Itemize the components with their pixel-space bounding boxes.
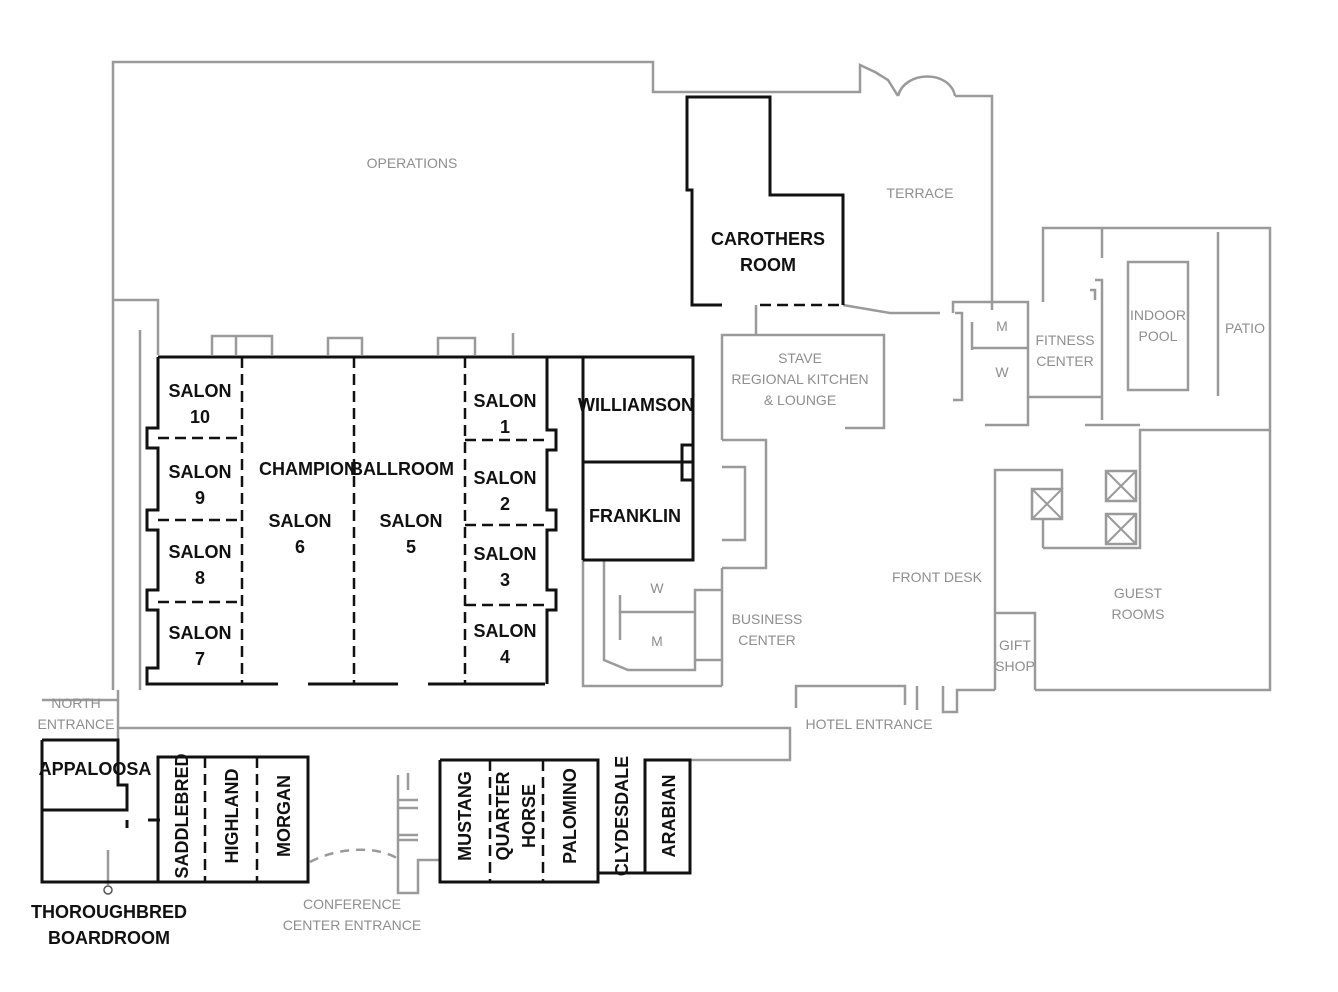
meeting-rooms [40,95,845,884]
label-salon1-b: 1 [500,417,510,437]
label-terrace: TERRACE [887,185,954,201]
label-restroom2-m: M [651,633,663,649]
label-salon3-b: 3 [500,570,510,590]
label-salon2-a: SALON [474,468,537,488]
label-champion-2: BALLROOM [350,459,454,479]
label-palomino: PALOMINO [560,768,580,864]
label-thoroughbred-1: THOROUGHBRED [31,902,187,922]
label-patio: PATIO [1225,320,1265,336]
label-hotel-entrance: HOTEL ENTRANCE [805,716,932,732]
label-quarter-2: HORSE [519,784,539,848]
label-salon4-b: 4 [500,647,510,667]
label-stave-2: REGIONAL KITCHEN [731,371,868,387]
label-saddlebred: SADDLEBRED [172,753,192,878]
label-front-desk: FRONT DESK [892,569,983,585]
label-salon9-b: 9 [195,488,205,508]
label-salon7-b: 7 [195,649,205,669]
label-gift-1: GIFT [999,637,1031,653]
label-restroom2-w: W [650,580,664,596]
label-gift-2: SHOP [995,658,1035,674]
label-thoroughbred-2: BOARDROOM [48,928,170,948]
label-salon5-a: SALON [380,511,443,531]
label-restroom-m: M [996,318,1008,334]
label-carothers-2: ROOM [740,255,796,275]
label-williamson: WILLIAMSON [578,395,694,415]
label-salon3-a: SALON [474,544,537,564]
label-appaloosa: APPALOOSA [39,759,152,779]
label-north-2: ENTRANCE [37,716,114,732]
label-mustang: MUSTANG [455,771,475,861]
label-stave-3: & LOUNGE [764,392,836,408]
label-guest-2: ROOMS [1112,606,1165,622]
label-fitness-2: CENTER [1036,353,1094,369]
building-outline [42,60,1272,895]
label-conference-2: CENTER ENTRANCE [283,917,421,933]
label-franklin: FRANKLIN [589,506,681,526]
label-conference-1: CONFERENCE [303,896,401,912]
label-salon6-b: 6 [295,537,305,557]
label-morgan: MORGAN [274,775,294,857]
label-restroom-w: W [995,364,1009,380]
label-salon9-a: SALON [169,462,232,482]
label-business-1: BUSINESS [732,611,803,627]
label-champion-1: CHAMPION [259,459,357,479]
label-pool-2: POOL [1139,328,1178,344]
label-highland: HIGHLAND [222,769,242,864]
label-clydesdale: CLYDESDALE [612,756,632,876]
label-north-1: NORTH [51,695,101,711]
label-salon2-b: 2 [500,494,510,514]
label-business-2: CENTER [738,632,796,648]
label-salon8-b: 8 [195,568,205,588]
label-salon5-b: 5 [406,537,416,557]
label-arabian: ARABIAN [659,775,679,858]
label-stave-1: STAVE [778,350,822,366]
label-salon6-a: SALON [269,511,332,531]
label-salon10-a: SALON [169,381,232,401]
label-fitness-1: FITNESS [1035,332,1094,348]
label-guest-1: GUEST [1114,585,1163,601]
label-quarter-1: QUARTER [493,772,513,861]
label-operations: OPERATIONS [367,155,458,171]
label-salon1-a: SALON [474,391,537,411]
label-carothers-1: CAROTHERS [711,229,825,249]
label-salon10-b: 10 [190,407,210,427]
label-pool-1: INDOOR [1130,307,1186,323]
label-salon8-a: SALON [169,542,232,562]
label-salon4-a: SALON [474,621,537,641]
room-labels: OPERATIONS TERRACE CAROTHERS ROOM STAVE … [31,155,1265,948]
label-salon7-a: SALON [169,623,232,643]
